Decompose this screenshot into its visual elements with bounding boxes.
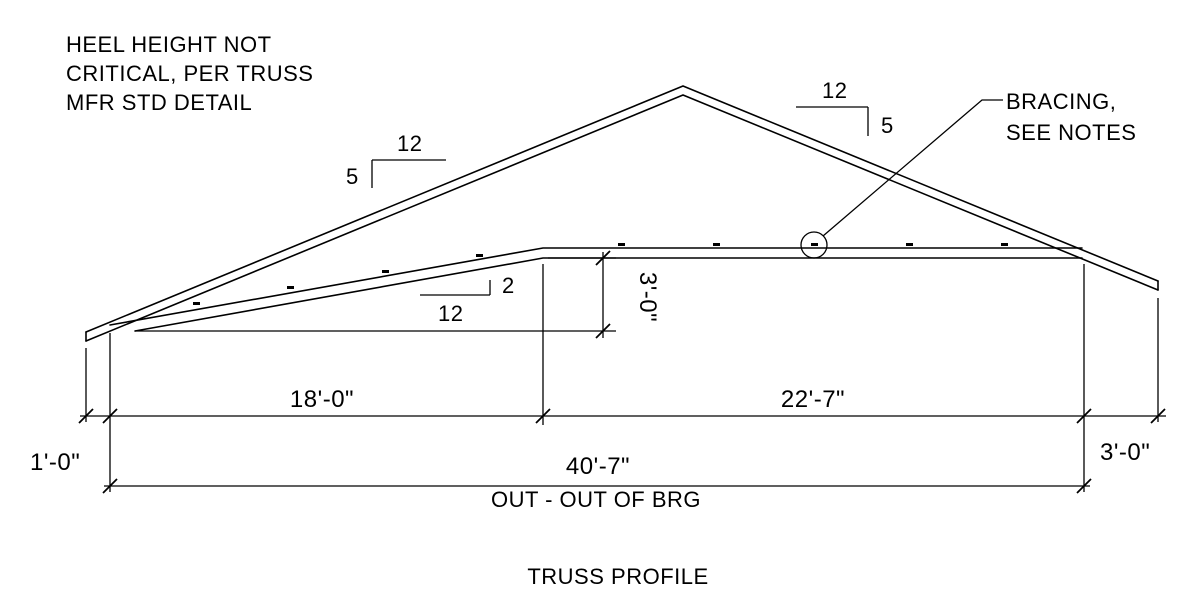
overall-dimension-line — [102, 478, 1092, 494]
drawing-title: TRUSS PROFILE — [527, 564, 708, 589]
right-overhang-dimension: 3'-0" — [1100, 439, 1150, 466]
overall-dimension-label: OUT - OUT OF BRG — [491, 487, 701, 512]
left-span-dimension: 18'-0" — [290, 386, 354, 413]
slope-bottom-chord-run: 12 — [438, 301, 463, 326]
bracing-note-line-2: SEE NOTES — [1006, 120, 1136, 145]
bracing-marks — [193, 243, 1008, 305]
heel-note-line-2: CRITICAL, PER TRUSS — [66, 61, 313, 86]
slope-left-top-run: 12 — [397, 131, 422, 156]
bracing-callout — [800, 99, 1003, 259]
bracing-note-line-1: BRACING, — [1006, 89, 1116, 114]
overall-dimension: 40'-7" — [566, 453, 630, 480]
slope-right-top-run: 12 — [822, 78, 847, 103]
raised-height-dimension: 3'-0" — [634, 272, 661, 322]
slope-symbol-bottom-chord — [420, 280, 491, 296]
top-chord — [85, 85, 1159, 342]
extension-lines — [85, 257, 1159, 492]
slope-symbol-left-top — [371, 159, 446, 188]
height-dimension-line — [595, 250, 611, 339]
heel-note-line-1: HEEL HEIGHT NOT — [66, 32, 272, 57]
slope-bottom-chord-rise: 2 — [502, 273, 515, 298]
slope-symbol-right-top — [796, 106, 869, 136]
slope-right-top-rise: 5 — [881, 113, 894, 138]
bottom-chord — [109, 247, 1083, 332]
slope-left-top-rise: 5 — [346, 164, 359, 189]
heel-note-line-3: MFR STD DETAIL — [66, 90, 252, 115]
left-overhang-dimension: 1'-0" — [30, 449, 80, 476]
right-span-dimension: 22'-7" — [781, 386, 845, 413]
span-dimension-line — [78, 408, 1166, 424]
